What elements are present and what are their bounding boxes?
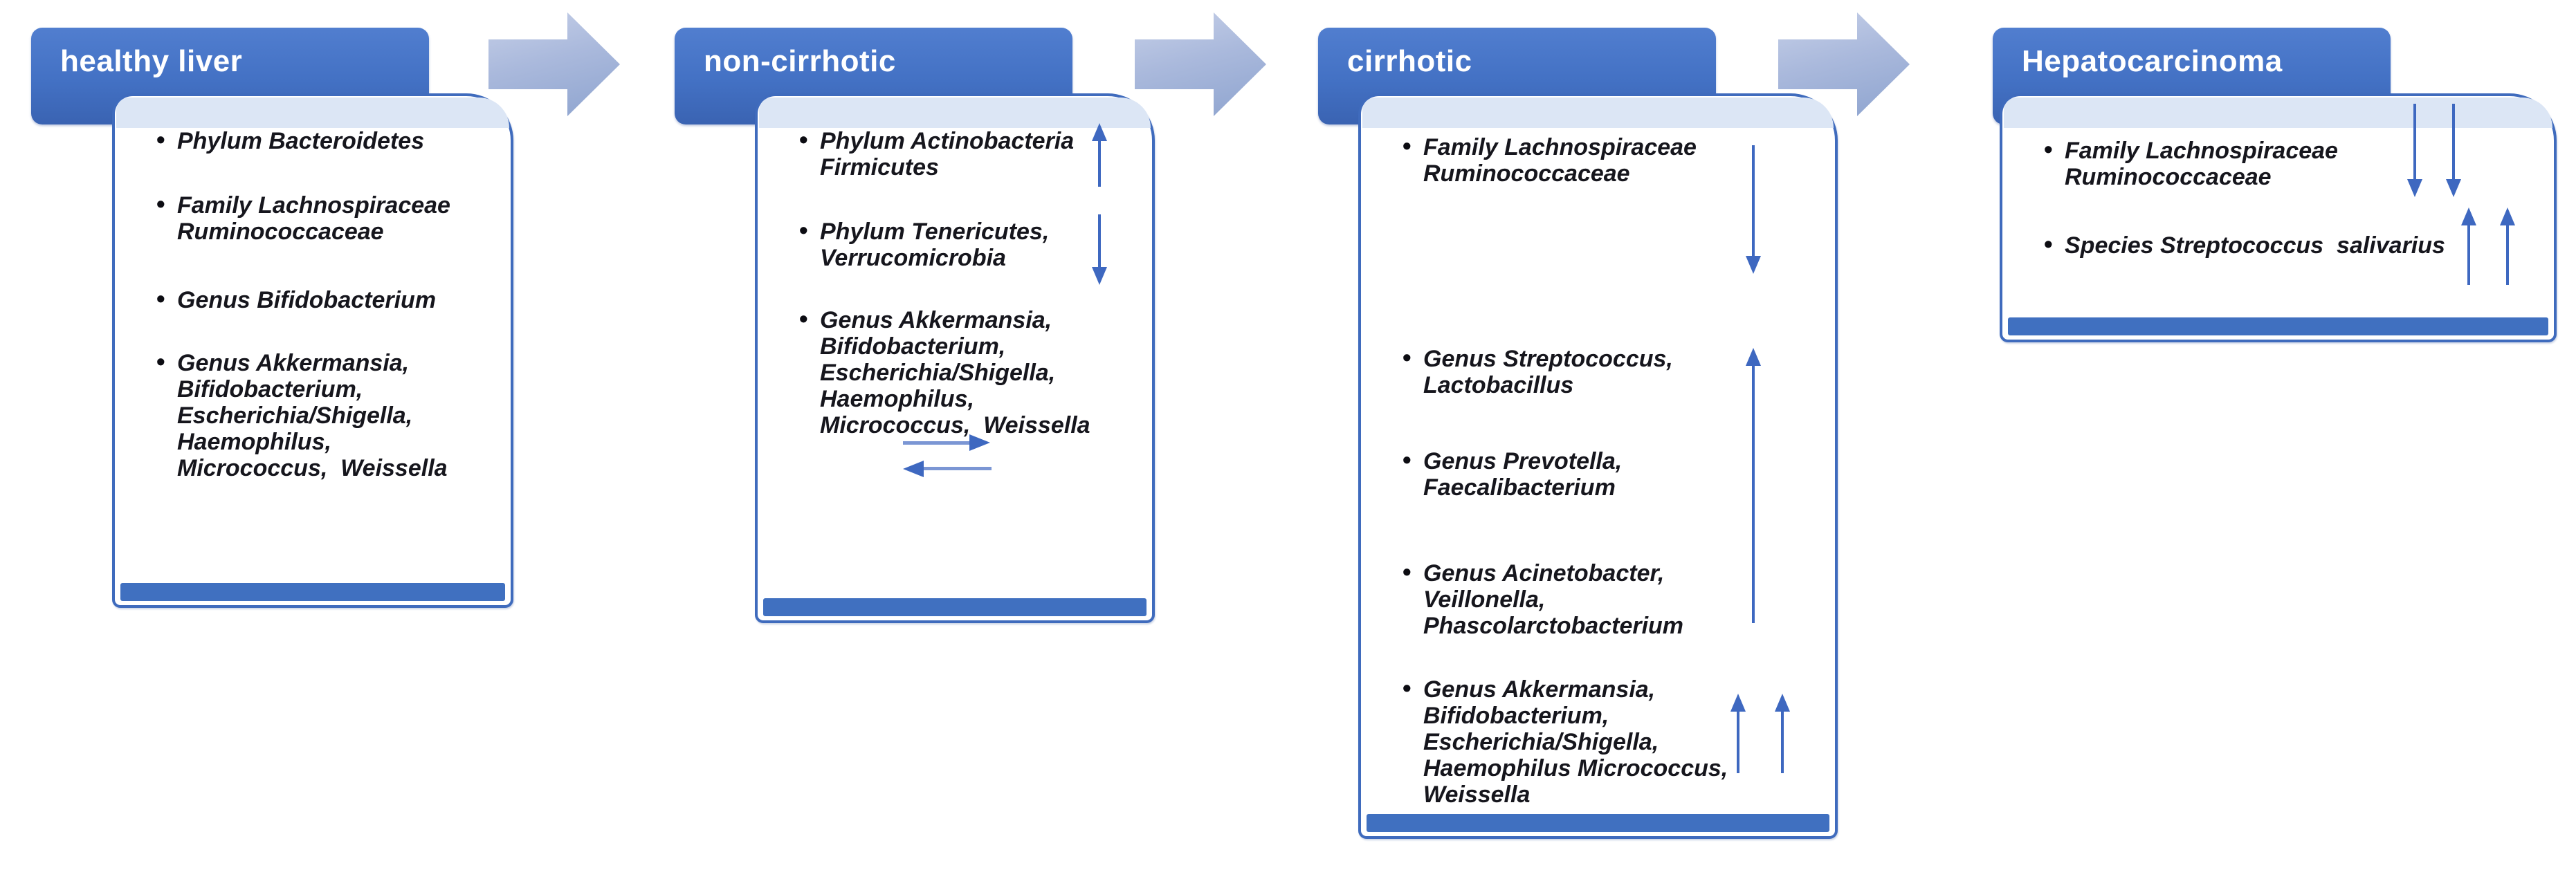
- card-bottom-bar: [1367, 814, 1829, 832]
- list-item: Genus Prevotella, Faecalibacterium: [1403, 447, 1814, 501]
- list-item: Genus Streptococcus, Lactobacillus: [1403, 344, 1814, 398]
- list-item: Genus Akkermansia, Bifidobacterium, Esch…: [1403, 675, 1814, 808]
- card-header-tint: [2004, 98, 2552, 128]
- list-item: Genus Akkermansia, Bifidobacterium, Esch…: [156, 349, 490, 481]
- list-item: Phylum Actinobacteria Firmicutes: [799, 127, 1131, 181]
- stage-card-non-cirrhotic: Phylum Actinobacteria Firmicutes Phylum …: [755, 93, 1155, 623]
- list-item: Genus Acinetobacter, Veillonella, Phasco…: [1403, 559, 1814, 639]
- down-arrow-icon: [1092, 214, 1107, 285]
- stage-title: healthy liver: [60, 44, 243, 78]
- flow-arrow-icon: [488, 12, 620, 116]
- flow-arrow-icon: [1135, 12, 1266, 116]
- list-item: Species Streptococcus salivarius: [2044, 231, 2533, 259]
- list-item: Family Lachnospiraceae Ruminococcaceae: [156, 191, 490, 245]
- card-bottom-bar: [763, 598, 1147, 616]
- list-item: Phylum Bacteroidetes: [156, 127, 490, 154]
- double-down-arrow-icon: [2407, 104, 2422, 197]
- list-item: Genus Akkermansia, Bifidobacterium, Esch…: [799, 306, 1131, 438]
- up-arrow-icon: [1092, 123, 1107, 187]
- card-header-tint: [1362, 98, 1834, 128]
- bullet-list: Family Lachnospiraceae Ruminococcaceae S…: [2044, 136, 2533, 259]
- stage-card-cirrhotic: Family Lachnospiraceae Ruminococcaceae G…: [1358, 93, 1838, 839]
- stage-title: non-cirrhotic: [704, 44, 896, 78]
- long-up-arrow-icon: [1746, 348, 1761, 623]
- list-item: Genus Bifidobacterium: [156, 286, 490, 313]
- double-down-arrow-icon: [2446, 104, 2461, 197]
- bullet-list: Phylum Actinobacteria Firmicutes Phylum …: [799, 127, 1131, 438]
- stage-card-healthy-liver: Phylum Bacteroidetes Family Lachnospirac…: [112, 93, 513, 608]
- card-bottom-bar: [120, 583, 505, 601]
- card-header-tint: [759, 98, 1151, 128]
- stage-header-hepatocarcinoma: Hepatocarcinoma: [1993, 28, 2391, 124]
- bullet-list: Family Lachnospiraceae Ruminococcaceae G…: [1403, 133, 1814, 808]
- down-arrow-icon: [1746, 145, 1761, 274]
- list-item: Family Lachnospiraceae Ruminococcaceae: [2044, 136, 2533, 190]
- reversible-arrows-icon: [903, 434, 1000, 479]
- double-up-arrow-icon: [1775, 694, 1790, 773]
- stage-title: cirrhotic: [1347, 44, 1472, 78]
- stage-title: Hepatocarcinoma: [2022, 44, 2283, 78]
- bullet-list: Phylum Bacteroidetes Family Lachnospirac…: [156, 127, 490, 481]
- list-item: Phylum Tenericutes, Verrucomicrobia: [799, 217, 1131, 271]
- double-up-arrow-icon: [1730, 694, 1746, 773]
- double-up-arrow-icon: [2461, 207, 2476, 285]
- card-bottom-bar: [2008, 317, 2548, 335]
- list-item: Family Lachnospiraceae Ruminococcaceae: [1403, 133, 1814, 187]
- card-header-tint: [116, 98, 509, 128]
- double-up-arrow-icon: [2500, 207, 2515, 285]
